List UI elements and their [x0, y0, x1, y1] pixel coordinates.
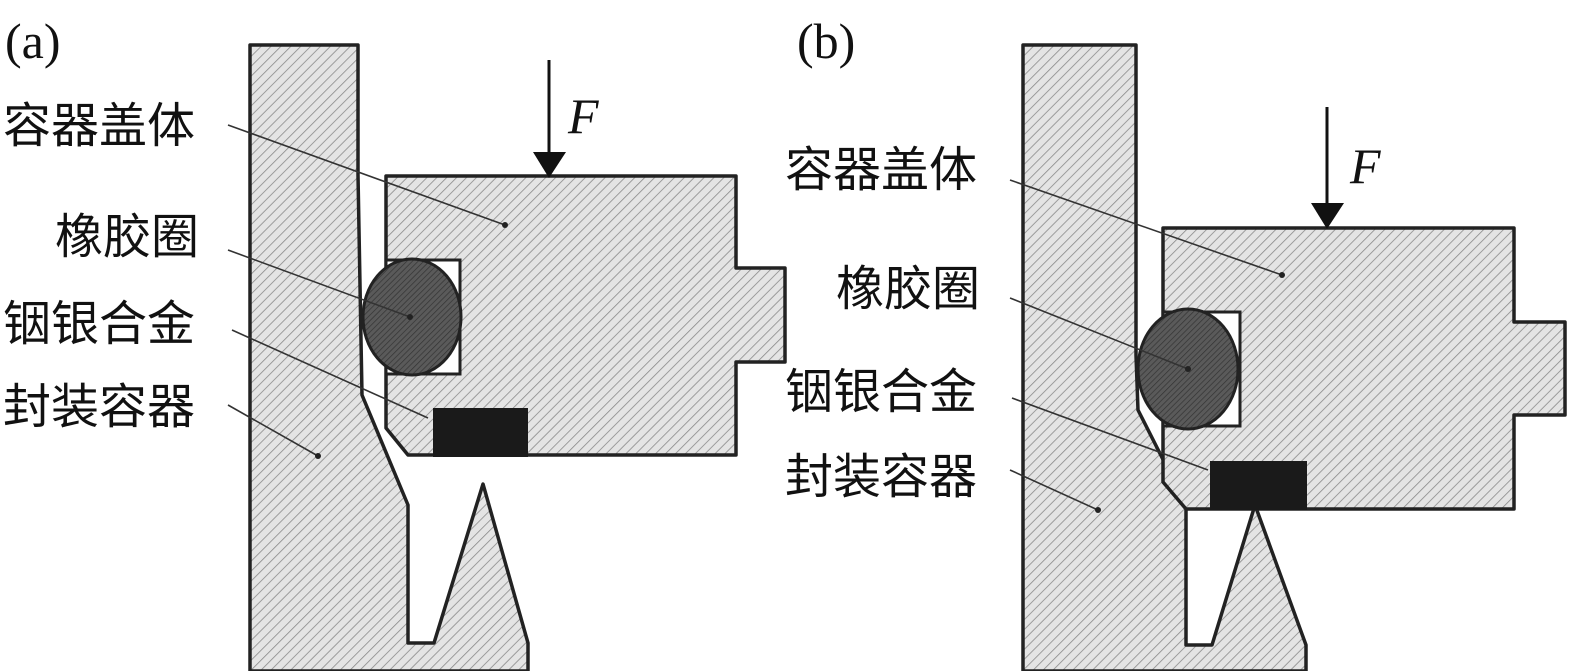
- panel-a-container-wall: [248, 43, 530, 671]
- panel-b-label: (b): [797, 13, 855, 69]
- panel-b-label-container: 封装容器: [785, 449, 977, 505]
- panel-b-container-lid: [1161, 226, 1567, 511]
- panel-a: (a) F 容器盖体 橡胶圈 铟银合金 封装容器: [3, 13, 787, 671]
- panel-a-container-lid: [384, 174, 787, 457]
- panel-b-container-wall: [1021, 43, 1308, 671]
- panel-a-force-label: F: [567, 88, 599, 144]
- panel-b-label-lid: 容器盖体: [785, 142, 977, 198]
- panel-a-force-arrowhead: [533, 152, 566, 178]
- panel-b-leader-lines: [1009, 179, 1285, 513]
- panel-a-label-alloy: 铟银合金: [3, 296, 195, 352]
- panel-b-label-alloy: 铟银合金: [785, 364, 977, 420]
- panel-b-force-label: F: [1349, 138, 1381, 194]
- panel-a-leader-lines: [227, 124, 508, 459]
- panel-a-label: (a): [5, 13, 61, 69]
- panel-a-label-container: 封装容器: [3, 379, 195, 435]
- panel-b-force-arrowhead: [1311, 203, 1344, 229]
- panel-b-alloy-block: [1210, 461, 1307, 510]
- panel-b-label-rubber-ring: 橡胶圈: [836, 261, 980, 317]
- panel-b: (b) F 容器盖体 橡胶圈 铟银合金 封装容器: [785, 13, 1567, 671]
- panel-a-label-rubber-ring: 橡胶圈: [55, 209, 199, 265]
- panel-a-alloy-block: [433, 408, 528, 457]
- panel-a-label-lid: 容器盖体: [3, 98, 195, 154]
